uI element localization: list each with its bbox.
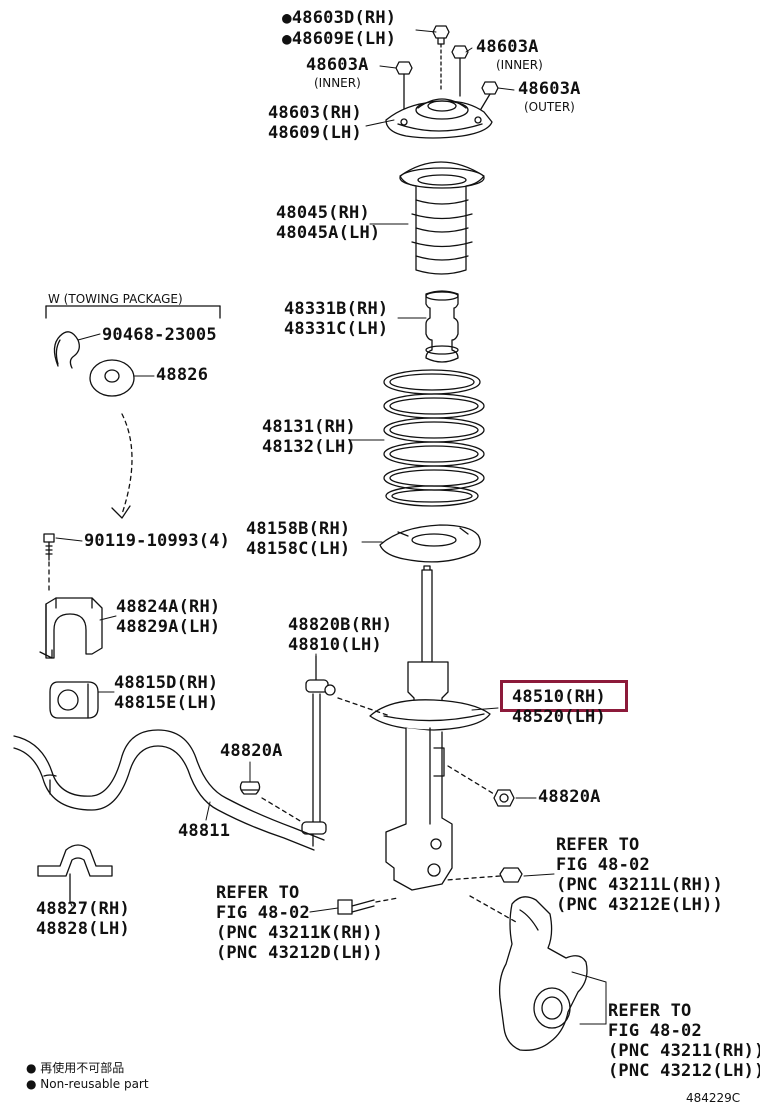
label-boot-lh: 48045A(LH) (276, 223, 381, 243)
figure-id: 484229C (686, 1091, 741, 1105)
lower-spring-seat (380, 525, 480, 562)
bushing-clamp (38, 845, 112, 902)
label-stabilizer-bar: 48811 (178, 821, 231, 841)
dust-boot (400, 162, 484, 274)
label-bushing-rh: 48815D(RH) (114, 673, 219, 693)
bump-stopper (426, 291, 458, 362)
knuckle-bolt (338, 898, 398, 914)
label-nut-stab: 48820A (220, 741, 283, 761)
nut-outer (478, 82, 498, 114)
label-seat-rh: 48158B(RH) (246, 519, 351, 539)
upper-support-mount (386, 99, 492, 138)
refer-line: FIG 48-02 (608, 1021, 702, 1041)
leader-lines (56, 30, 606, 1024)
stabilizer-bar (14, 730, 324, 850)
refer-line: (PNC 43212D(LH)) (216, 943, 383, 963)
nut-48820a-strut (448, 766, 514, 806)
label-nut-outer: 48603A (518, 79, 581, 99)
label-bumper-rh: 48331B(RH) (284, 299, 389, 319)
highlight-box (500, 680, 628, 712)
bolt-90119 (44, 534, 54, 594)
refer-line: (PNC 43211L(RH)) (556, 875, 723, 895)
non-reusable-dot-icon: ● (26, 1061, 41, 1075)
stabilizer-bracket (40, 598, 102, 658)
nut-inner-right (452, 46, 468, 96)
non-reusable-dot-icon: ● (282, 8, 292, 27)
nut-inner-left (396, 62, 412, 112)
label-bracket-rh: 48824A(RH) (116, 597, 221, 617)
label-link-lh: 48810(LH) (288, 635, 382, 655)
refer-line: (PNC 43212E(LH)) (556, 895, 723, 915)
label-seat-lh: 48158C(LH) (246, 539, 351, 559)
label-mount-lh: 48609(LH) (268, 123, 362, 143)
label-boot-rh: 48045(RH) (276, 203, 370, 223)
label-nut-inner-left: 48603A (306, 55, 369, 75)
stabilizer-bushing (50, 682, 98, 718)
label-clip: 90468-23005 (102, 325, 217, 345)
label-mount-rh: 48603(RH) (268, 103, 362, 123)
refer-line: (PNC 43211K(RH)) (216, 923, 383, 943)
refer-line: (PNC 43212(LH)) (608, 1061, 760, 1081)
refer-line: REFER TO (216, 883, 300, 903)
label-bracket-lh: 48829A(LH) (116, 617, 221, 637)
label-bumper-lh: 48331C(LH) (284, 319, 389, 339)
label-mount-nut-lh: ●48609E(LH) (282, 29, 397, 49)
legend-row-cn: ● 再使用不可部品 (26, 1061, 125, 1075)
refer-line: REFER TO (556, 835, 640, 855)
steering-knuckle (470, 896, 587, 1050)
label-clamp-lh: 48828(LH) (36, 919, 130, 939)
mount-nut-top (433, 26, 449, 44)
label-nut-strut: 48820A (538, 787, 601, 807)
note-inner-right: (INNER) (496, 58, 543, 72)
label-bushing-lh: 48815E(LH) (114, 693, 219, 713)
refer-line: (PNC 43211(RH)) (608, 1041, 760, 1061)
label-spring-lh: 48132(LH) (262, 437, 356, 457)
refer-line: REFER TO (608, 1001, 692, 1021)
legend-row-en: ● Non-reusable part (26, 1077, 149, 1091)
label-strut-lh: 48520(LH) (512, 707, 606, 727)
towing-package-group (46, 306, 220, 518)
shock-absorber (370, 566, 490, 890)
note-inner-left: (INNER) (314, 76, 361, 90)
label-clamp-rh: 48827(RH) (36, 899, 130, 919)
refer-line: FIG 48-02 (556, 855, 650, 875)
note-outer: (OUTER) (524, 100, 575, 114)
stabilizer-link (302, 656, 390, 846)
non-reusable-dot-icon: ● (26, 1077, 41, 1091)
label-strut-rh: 48510(RH) (512, 687, 606, 707)
label-spring-rh: 48131(RH) (262, 417, 356, 437)
label-washer: 48826 (156, 365, 209, 385)
non-reusable-dot-icon: ● (282, 29, 292, 48)
knuckle-nut (446, 868, 522, 882)
label-nut-inner-right: 48603A (476, 37, 539, 57)
label-bolt: 90119-10993(4) (84, 531, 231, 551)
coil-spring (384, 370, 484, 506)
towing-package-title: W (TOWING PACKAGE) (48, 292, 183, 306)
refer-line: FIG 48-02 (216, 903, 310, 923)
label-mount-nut-rh: ●48603D(RH) (282, 8, 397, 28)
label-link-rh: 48820B(RH) (288, 615, 393, 635)
